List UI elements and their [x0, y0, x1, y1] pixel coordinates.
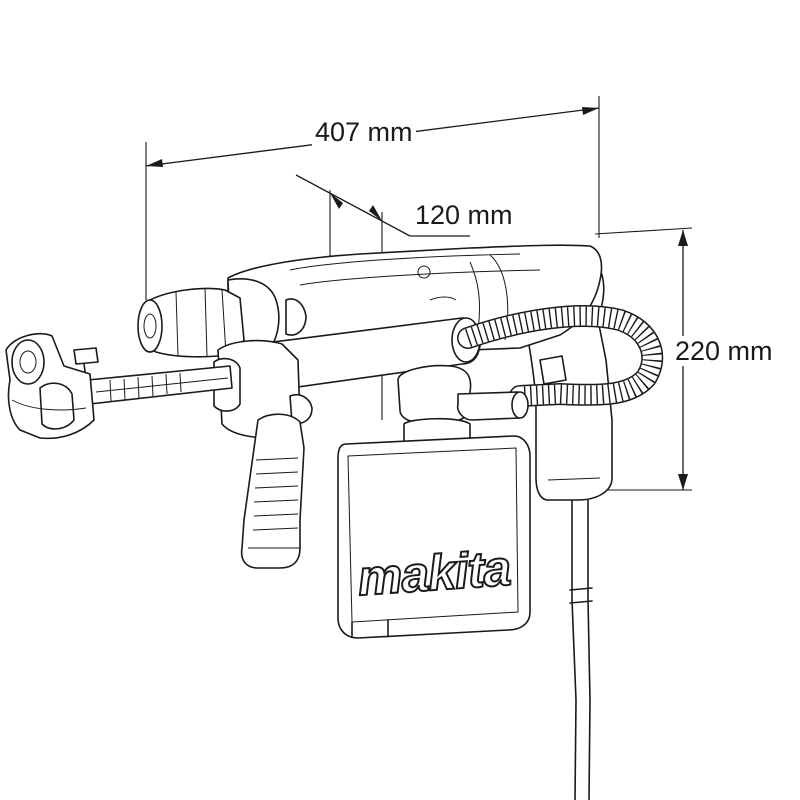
length-arrow-right [582, 107, 599, 115]
side-grip [240, 413, 305, 569]
depth-dimension-label: 120 mm [412, 200, 516, 230]
makita-logo: makita [356, 540, 512, 607]
power-cord [569, 499, 593, 800]
dust-collector: makita [337, 364, 531, 639]
length-dimension-label: 407 mm [312, 117, 416, 147]
depth-arrow-left [330, 193, 343, 209]
height-dimension-label: 220 mm [672, 336, 776, 366]
height-extension-top [594, 227, 693, 235]
depth-arrow-right [369, 205, 382, 221]
length-arrow-left [146, 159, 163, 167]
dust-extractor-arm [5, 317, 482, 440]
depth-dimension-line [295, 174, 411, 237]
suction-hose [457, 305, 664, 407]
height-arrow-bottom [678, 474, 688, 490]
height-arrow-top [678, 230, 688, 246]
